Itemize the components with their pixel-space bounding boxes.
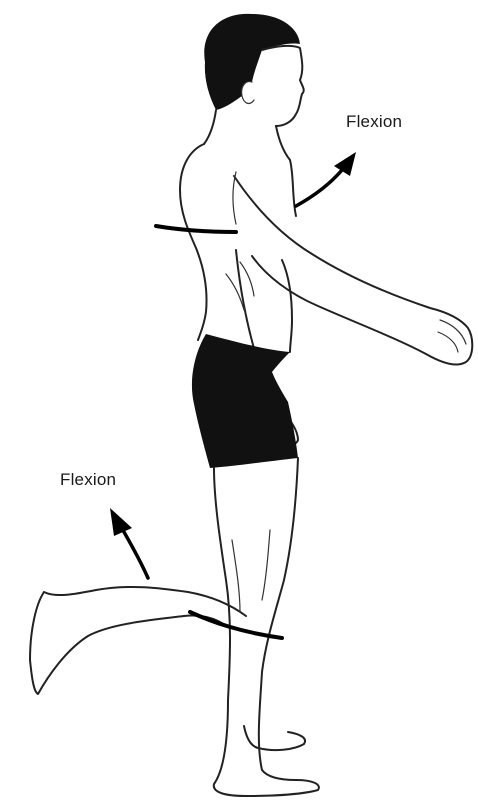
back-outline (180, 144, 207, 340)
hair (204, 14, 300, 110)
raised-arm (234, 176, 472, 364)
neck (204, 110, 290, 160)
knee-flexion-label: Flexion (60, 470, 116, 490)
leg-detail (232, 530, 270, 612)
head-outline (262, 46, 304, 126)
shorts (192, 334, 298, 468)
second-foot (244, 726, 305, 750)
flexed-leg (30, 587, 246, 694)
knee-flexion-arrowhead (110, 508, 132, 536)
hand-fingers (438, 320, 466, 352)
shoulder-flexion-label: Flexion (346, 112, 402, 132)
shoulder-flexion-arrowhead (334, 152, 356, 176)
ear (242, 82, 254, 104)
chest-outline (282, 160, 296, 352)
knee-flexion-arrow-shaft (124, 532, 148, 578)
shoulder-flexion-arrow-shaft (296, 170, 342, 206)
torso-detail (226, 172, 254, 310)
knee-joint-marker (190, 612, 282, 638)
shoulder-joint-marker (156, 226, 236, 232)
